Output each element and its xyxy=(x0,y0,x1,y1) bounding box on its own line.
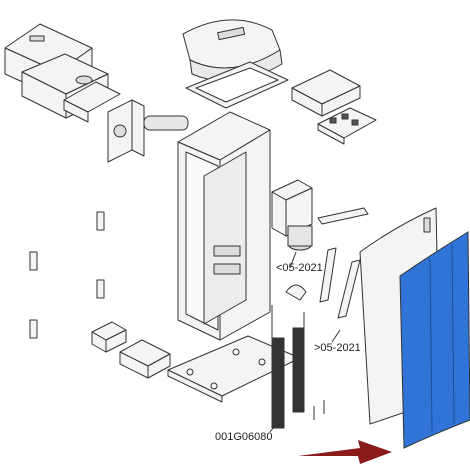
spring-rod xyxy=(271,305,305,338)
gearmotor-part xyxy=(271,179,313,251)
revision-after-label: >05-2021 xyxy=(314,342,361,354)
control-board-part xyxy=(317,107,377,145)
balancing-spring-2 xyxy=(292,327,305,413)
leader-lines xyxy=(269,251,341,433)
accessory-box-part xyxy=(119,339,171,379)
bracket-part xyxy=(63,81,121,123)
hardware-bracket-4 xyxy=(29,319,38,339)
lever-arm-part xyxy=(317,207,369,225)
part-code-label: 001G06080 xyxy=(215,431,273,443)
shoe-part xyxy=(285,284,307,301)
mounting-plate-part xyxy=(107,99,189,163)
battery-pack-part xyxy=(91,321,127,353)
gasket-part xyxy=(185,61,289,109)
base-plate-part xyxy=(167,335,301,403)
balancing-spring-1 xyxy=(271,337,285,429)
hardware-bracket-2 xyxy=(29,251,38,271)
cabinet-body-part xyxy=(177,111,271,341)
hardware-bracket-3 xyxy=(96,279,105,299)
bolt-1 xyxy=(313,400,325,420)
hardware-bracket-1 xyxy=(96,211,105,231)
control-unit-part xyxy=(291,69,361,117)
link-rod-part xyxy=(319,247,361,319)
highlighted-panel xyxy=(399,231,470,449)
arrow-right-icon xyxy=(298,440,392,464)
revision-before-label: <05-2021 xyxy=(276,262,323,274)
